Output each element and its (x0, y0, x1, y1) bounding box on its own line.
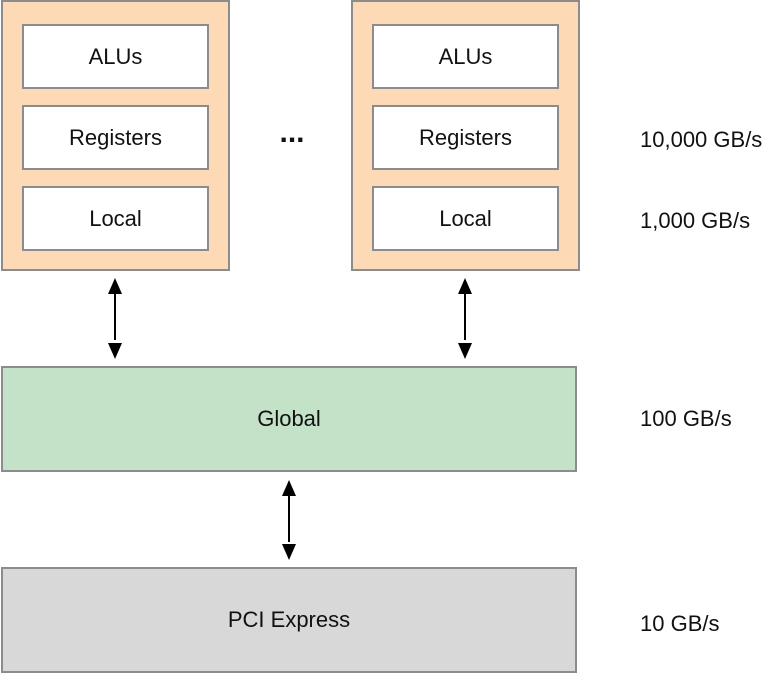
registers-box-2: Registers (372, 105, 559, 170)
arrow-global-pci (282, 480, 296, 560)
global-memory-box: Global (1, 366, 577, 472)
arrow-cu2-global (458, 278, 472, 359)
local-box-1: Local (22, 186, 209, 251)
alus-box-2: ALUs (372, 24, 559, 89)
global-label: Global (257, 406, 321, 431)
alus-box-1: ALUs (22, 24, 209, 89)
registers-label: Registers (419, 124, 512, 150)
registers-bandwidth-label: 10,000 GB/s (640, 127, 763, 152)
alus-label: ALUs (438, 43, 493, 69)
alus-label: ALUs (88, 43, 143, 69)
global-bandwidth-label: 100 GB/s (640, 406, 732, 431)
local-label: Local (439, 205, 492, 231)
local-box-2: Local (372, 186, 559, 251)
registers-box-1: Registers (22, 105, 209, 170)
local-label: Local (89, 205, 142, 231)
local-bandwidth-label: 1,000 GB/s (640, 208, 751, 233)
pci-express-box: PCI Express (1, 567, 577, 673)
arrow-cu1-global (108, 278, 122, 359)
pci-express-label: PCI Express (227, 607, 351, 632)
pci-bandwidth-label: 10 GB/s (640, 611, 720, 636)
registers-label: Registers (69, 124, 162, 150)
ellipsis: ... (279, 116, 305, 149)
